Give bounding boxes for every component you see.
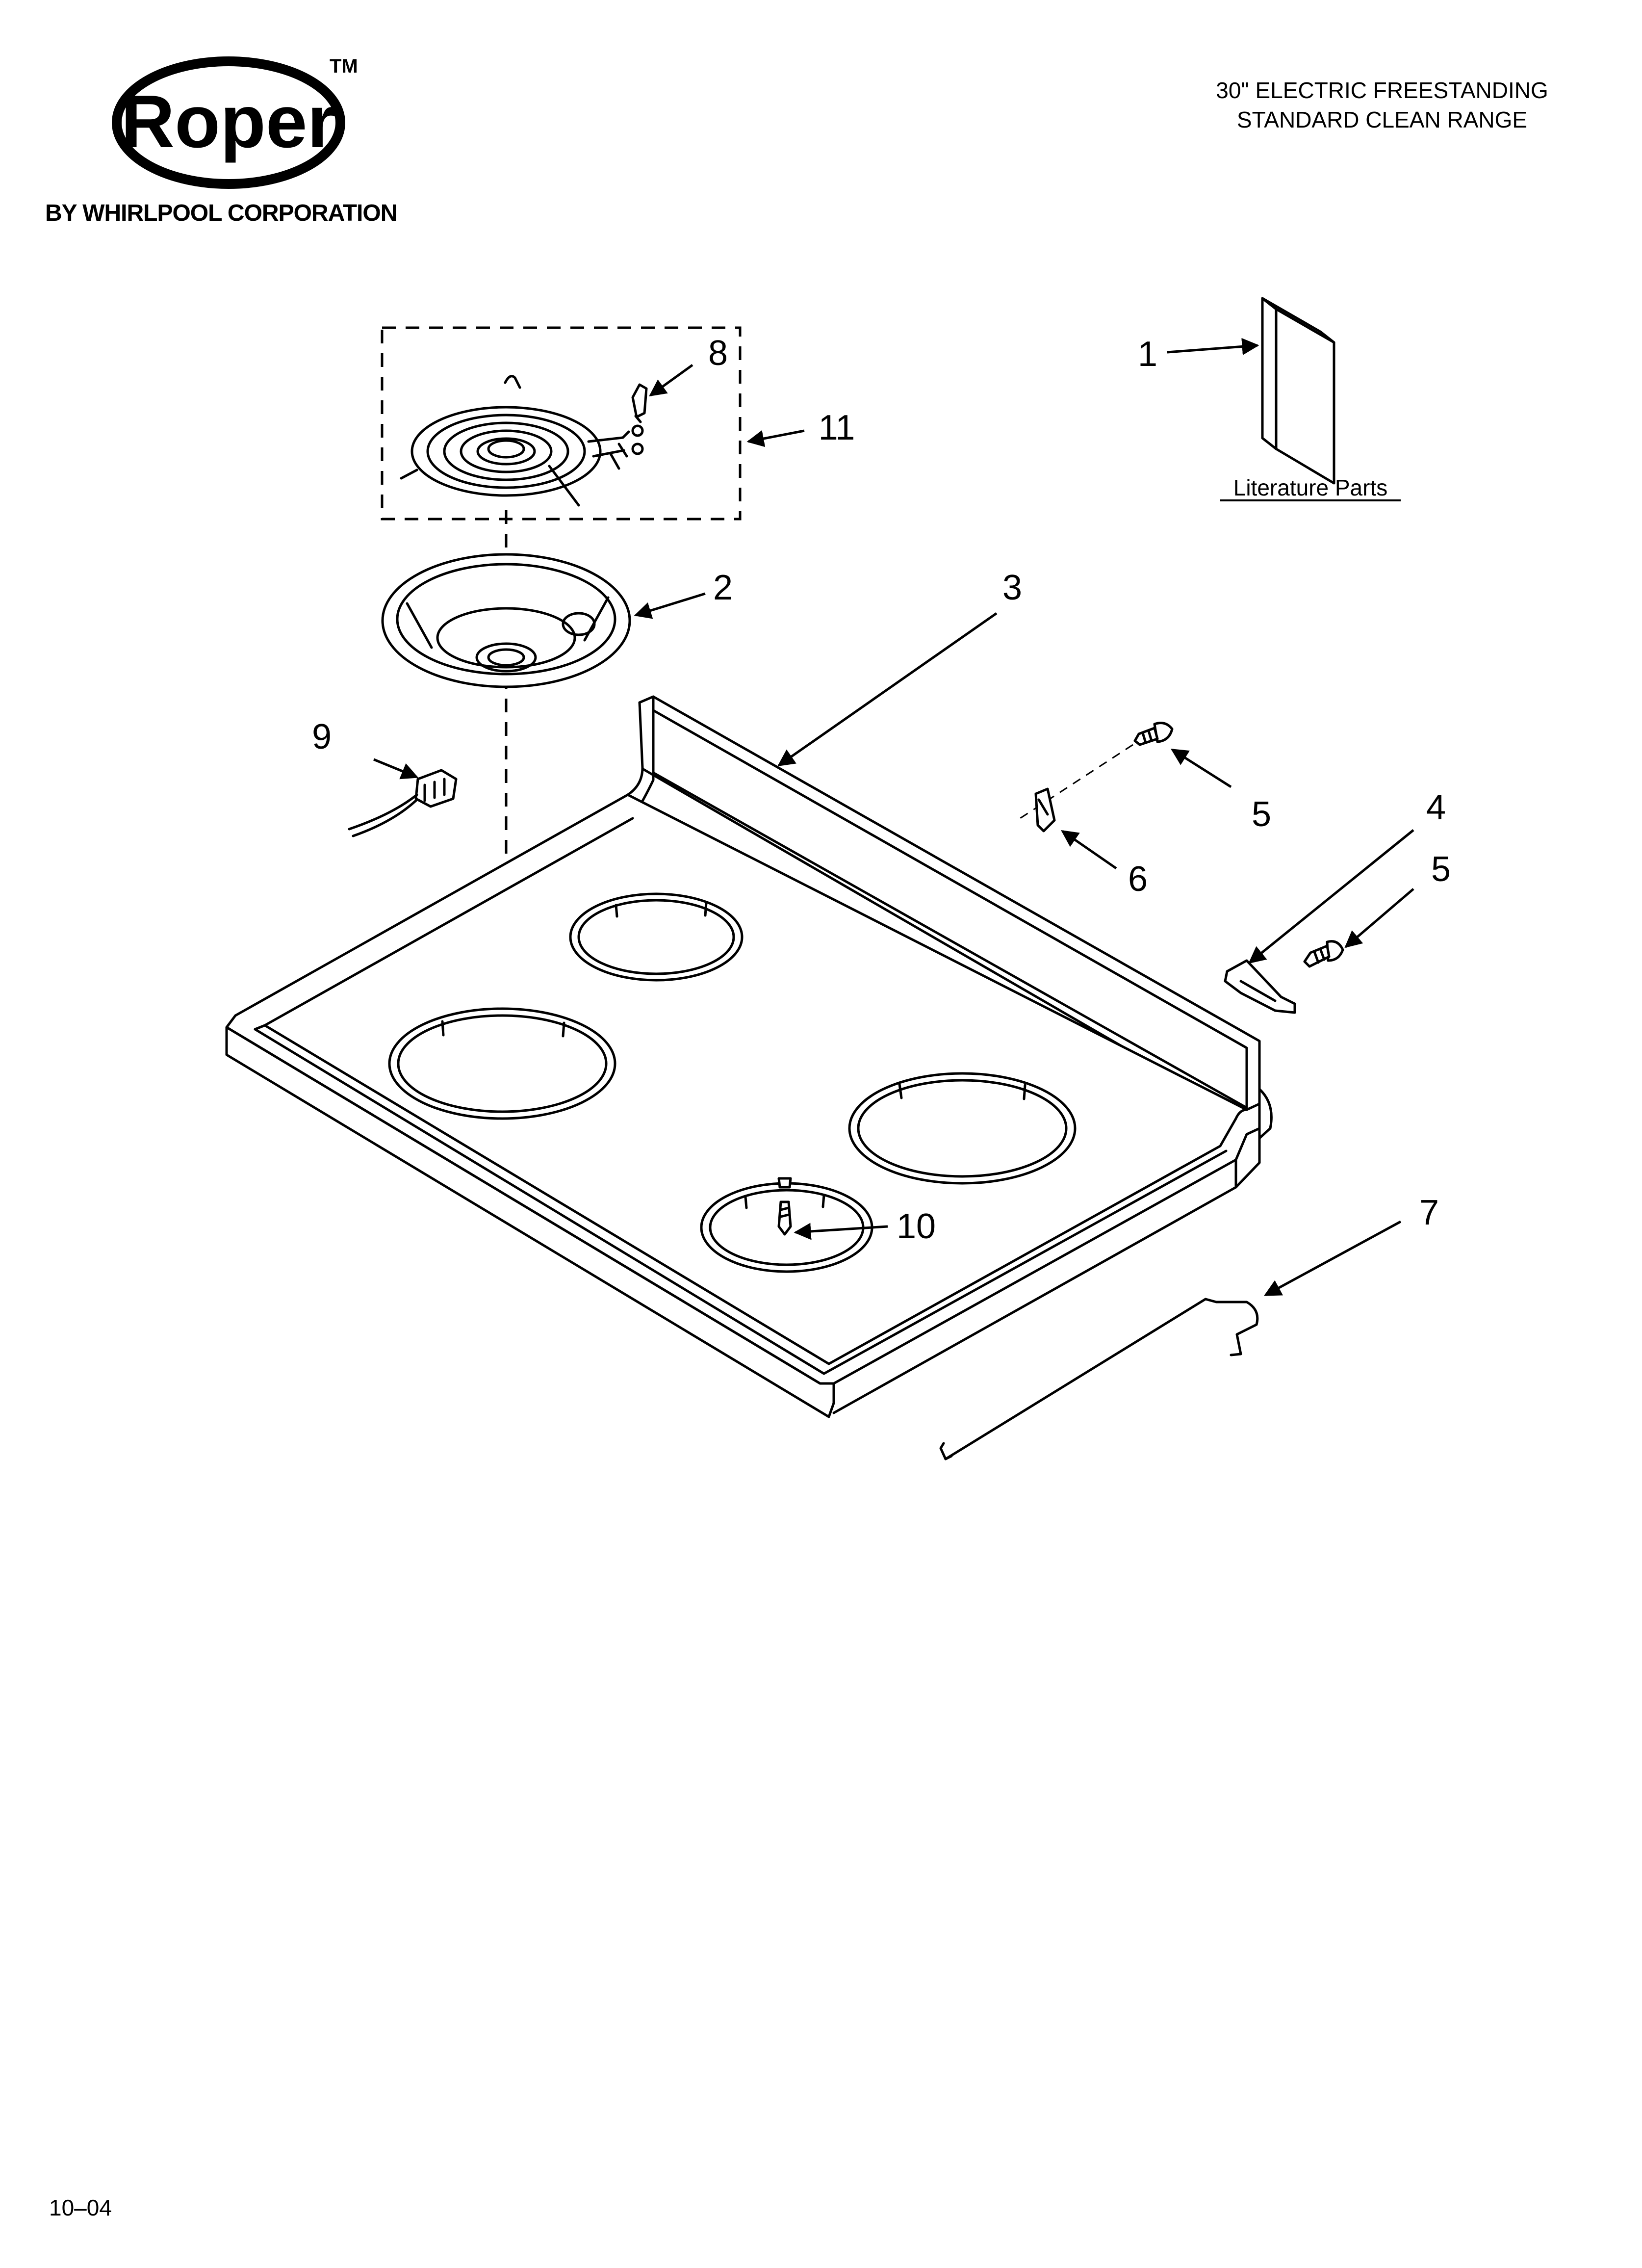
terminal-block-drawing: [348, 769, 458, 837]
callout-7: 7: [1419, 1193, 1439, 1232]
leader-8: [649, 364, 693, 397]
literature-parts-label: Literature Parts: [1233, 475, 1387, 500]
callout-5-lower: 5: [1431, 850, 1451, 889]
roper-logo: Roper TM BY WHIRLPOOL CORPORATION: [45, 55, 397, 226]
callout-9: 9: [312, 717, 332, 756]
logo-brand-text: Roper: [121, 80, 336, 163]
leader-4: [1248, 829, 1414, 964]
logo-oval: [112, 56, 345, 189]
drip-bowl-drawing: [381, 553, 631, 688]
terminal-clip-drawing: [631, 383, 648, 423]
callout-11: 11: [819, 408, 855, 447]
callout-2: 2: [713, 568, 733, 607]
mounting-clip-drawing: [1034, 787, 1056, 833]
logo-trademark: TM: [330, 55, 358, 77]
leader-10: [794, 1223, 888, 1240]
cooktop-drawing: [225, 695, 1273, 1418]
bracket-drawing: [1224, 959, 1296, 1014]
surface-element-coil-drawing: [400, 375, 644, 507]
leader-2: [634, 592, 706, 619]
leader-9: [373, 758, 419, 780]
literature-booklet-drawing: [1261, 297, 1335, 485]
logo-corporation: BY WHIRLPOOL CORPORATION: [45, 200, 397, 226]
screw-lower-drawing: [1303, 940, 1344, 968]
callout-4: 4: [1426, 788, 1446, 827]
leader-5-upper: [1171, 748, 1232, 788]
callout-10: 10: [897, 1207, 936, 1246]
leader-3: [777, 612, 998, 767]
callout-1: 1: [1138, 335, 1157, 374]
date-code: 10–04: [49, 2195, 112, 2220]
leader-5-lower: [1344, 888, 1414, 948]
element-assembly-group-box: [381, 326, 742, 521]
callout-3: 3: [1002, 568, 1022, 607]
leader-6: [1061, 830, 1117, 870]
diagram-title-line-2: STANDARD CLEAN RANGE: [1237, 107, 1527, 132]
diagram-title-line-1: 30" ELECTRIC FREESTANDING: [1216, 78, 1548, 103]
callout-6: 6: [1128, 860, 1148, 899]
callout-8: 8: [708, 334, 728, 373]
leader-11: [746, 429, 805, 447]
callout-5-upper: 5: [1252, 795, 1271, 834]
cooktop-screw-drawing: [777, 1177, 792, 1236]
leader-7: [1263, 1220, 1402, 1297]
leader-1: [1167, 338, 1259, 355]
support-rod-drawing: [939, 1298, 1259, 1460]
